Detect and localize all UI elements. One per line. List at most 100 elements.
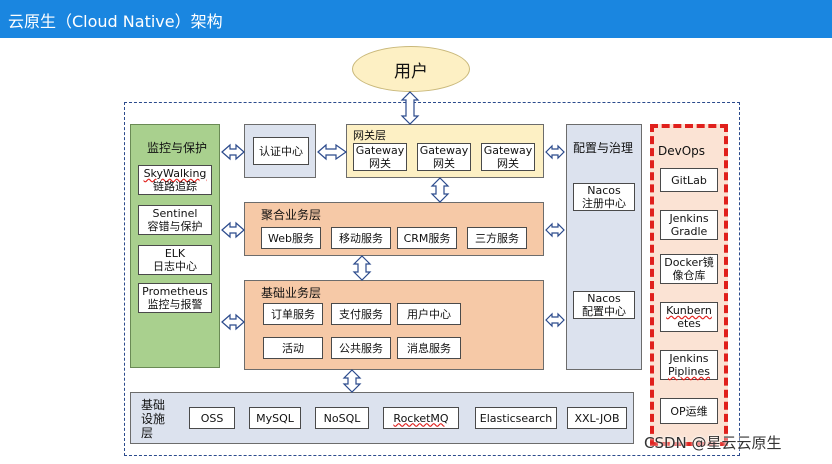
arrow-gateway-aggregate [430,177,450,203]
gradle-label: Gradle [670,225,708,238]
xxl-job-label: XXL-JOB [574,411,620,425]
rocketmq-label: RocketMQ [393,411,449,425]
web-service-box: Web服务 [261,227,321,249]
payment-service-label: 支付服务 [339,307,383,321]
pipelines-label: Piplines [667,365,710,378]
gitlab-box: GitLab [660,168,718,192]
third-party-service-label: 三方服务 [475,231,519,245]
arrow-aggregate-basic [352,255,372,281]
oss-label: OSS [200,411,224,425]
gitlab-label: GitLab [671,173,707,187]
mysql-box: MySQL [249,407,301,429]
oss-box: OSS [189,407,235,429]
user-node: 用户 [352,46,470,92]
architecture-frame [124,102,740,456]
prometheus-desc: 监控与报警 [147,298,203,311]
elk-desc: 日志中心 [153,260,197,273]
config-title: 配置与治理 [573,141,634,155]
elasticsearch-label: Elasticsearch [479,411,553,425]
docker-registry-box: Docker镜像仓库 [660,254,718,284]
nacos-config-desc: 配置中心 [582,305,626,318]
gateway-desc: 网关 [433,157,455,170]
message-service-box: 消息服务 [397,337,461,359]
auth-panel: 认证中心 [244,124,316,178]
nosql-label: NoSQL [323,411,361,425]
arrow-monitor-auth [221,143,245,161]
common-service-box: 公共服务 [331,337,391,359]
infra-title-line: 基础 [141,398,166,412]
mysql-label: MySQL [256,411,294,425]
aggregate-title: 聚合业务层 [261,208,322,222]
user-center-box: 用户中心 [397,303,461,325]
nacos-name: Nacos [587,292,621,305]
arrow-user-gateway [400,91,420,125]
arrow-monitor-basic [221,313,245,331]
activity-label: 活动 [282,341,304,355]
web-service-label: Web服务 [268,231,314,245]
crm-service-box: CRM服务 [397,227,457,249]
third-party-service-box: 三方服务 [467,227,527,249]
infra-title-line: 设施 [141,412,166,426]
aggregate-panel: 聚合业务层 Web服务 移动服务 CRM服务 三方服务 [244,202,544,256]
auth-center-box: 认证中心 [253,137,309,165]
order-service-label: 订单服务 [271,307,315,321]
arrow-monitor-aggregate [221,221,245,239]
gateway-title: 网关层 [353,129,386,142]
jenkins-label: Jenkins [669,352,709,365]
arrow-basic-config [545,312,565,328]
user-center-label: 用户中心 [407,307,451,321]
user-label: 用户 [394,61,428,82]
gateway-desc: 网关 [497,157,519,170]
infra-panel: 基础 设施 层 OSS MySQL NoSQL RocketMQ Elastic… [130,392,634,444]
nacos-name: Nacos [587,184,621,197]
arrow-gateway-config [545,144,565,160]
devops-title: DevOps [658,144,706,158]
elk-name: ELK [164,247,186,260]
monitor-title: 监控与保护 [147,141,208,155]
nosql-box: NoSQL [315,407,369,429]
activity-box: 活动 [263,337,323,359]
nacos-registry-desc: 注册中心 [582,197,626,210]
elasticsearch-box: Elasticsearch [475,407,557,429]
watermark: CSDN @星云云原生 [644,434,782,452]
mobile-service-label: 移动服务 [339,231,383,245]
op-ops-label: OP运维 [670,404,708,418]
auth-center-label: 认证中心 [259,144,303,158]
infra-title-line: 层 [141,426,154,440]
jenkins-label: Jenkins [669,212,709,225]
arrow-basic-infra [342,369,362,393]
prometheus-name: Prometheus [142,285,208,298]
page-title: 云原生（Cloud Native）架构 [8,12,223,31]
xxl-job-box: XXL-JOB [567,407,627,429]
basic-panel: 基础业务层 订单服务 支付服务 用户中心 活动 公共服务 消息服务 [244,280,544,370]
payment-service-box: 支付服务 [331,303,391,325]
gateway-name: Gateway [419,144,469,157]
kubernetes-label-line1: Kunbern [666,304,712,317]
arrow-auth-gateway [317,143,348,161]
arrow-aggregate-config [545,222,565,238]
mobile-service-box: 移动服务 [331,227,391,249]
skywalking-desc: 链路追踪 [152,180,197,193]
message-service-label: 消息服务 [407,341,451,355]
sentinel-desc: 容错与保护 [147,220,203,233]
gateway-name: Gateway [355,144,405,157]
basic-title: 基础业务层 [261,286,322,300]
skywalking-name: SkyWalking [143,167,207,180]
gateway-name: Gateway [483,144,533,157]
gateway-desc: 网关 [369,157,391,170]
infra-title: 基础 设施 层 [141,398,165,440]
common-service-label: 公共服务 [339,341,383,355]
